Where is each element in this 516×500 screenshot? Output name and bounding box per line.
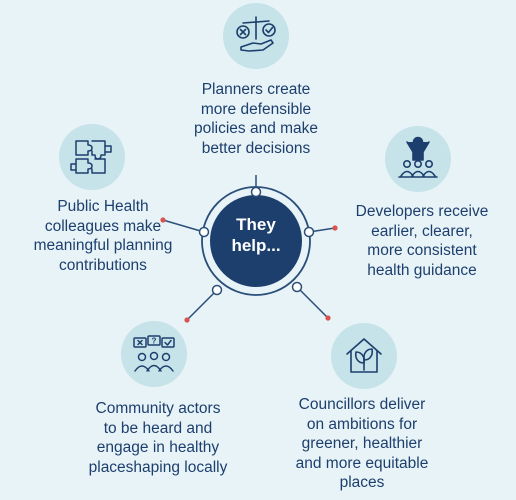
hub-text-line-2: help...: [231, 236, 281, 255]
node-planners: [250, 186, 262, 198]
planners-label: Planners create more defensible policies…: [193, 81, 319, 157]
center-hub: [210, 195, 302, 287]
councillors-label: Councillors deliver on ambitions for gre…: [295, 396, 429, 491]
spoke-councillors: [296, 286, 329, 319]
svg-text:?: ?: [152, 337, 157, 346]
hub-text: They help...: [210, 214, 302, 256]
node-developers: [303, 226, 315, 238]
scales-hand-icon: [223, 3, 289, 69]
endpoint-dot-developers: [332, 225, 338, 231]
speech-bubbles-people-icon: ?: [121, 321, 187, 387]
public-health-label: Public Health colleagues make meaningful…: [33, 198, 173, 274]
puzzle-hands-icon: [59, 124, 125, 190]
endpoint-dot-public-health: [160, 217, 166, 223]
hub-text-line-1: They: [236, 215, 276, 234]
community-label: Community actors to be heard and engage …: [88, 400, 228, 476]
endpoint-dot-councillors: [325, 315, 331, 321]
node-councillors: [291, 281, 303, 293]
node-public-health: [198, 226, 210, 238]
house-leaf-icon: [331, 323, 397, 389]
developers-label: Developers receive earlier, clearer, mor…: [355, 203, 489, 279]
spoke-community: [186, 289, 218, 321]
node-community: [211, 284, 223, 296]
presenter-audience-icon: [385, 126, 451, 192]
endpoint-dot-community: [184, 317, 190, 323]
spoke-public-health: [162, 219, 205, 233]
